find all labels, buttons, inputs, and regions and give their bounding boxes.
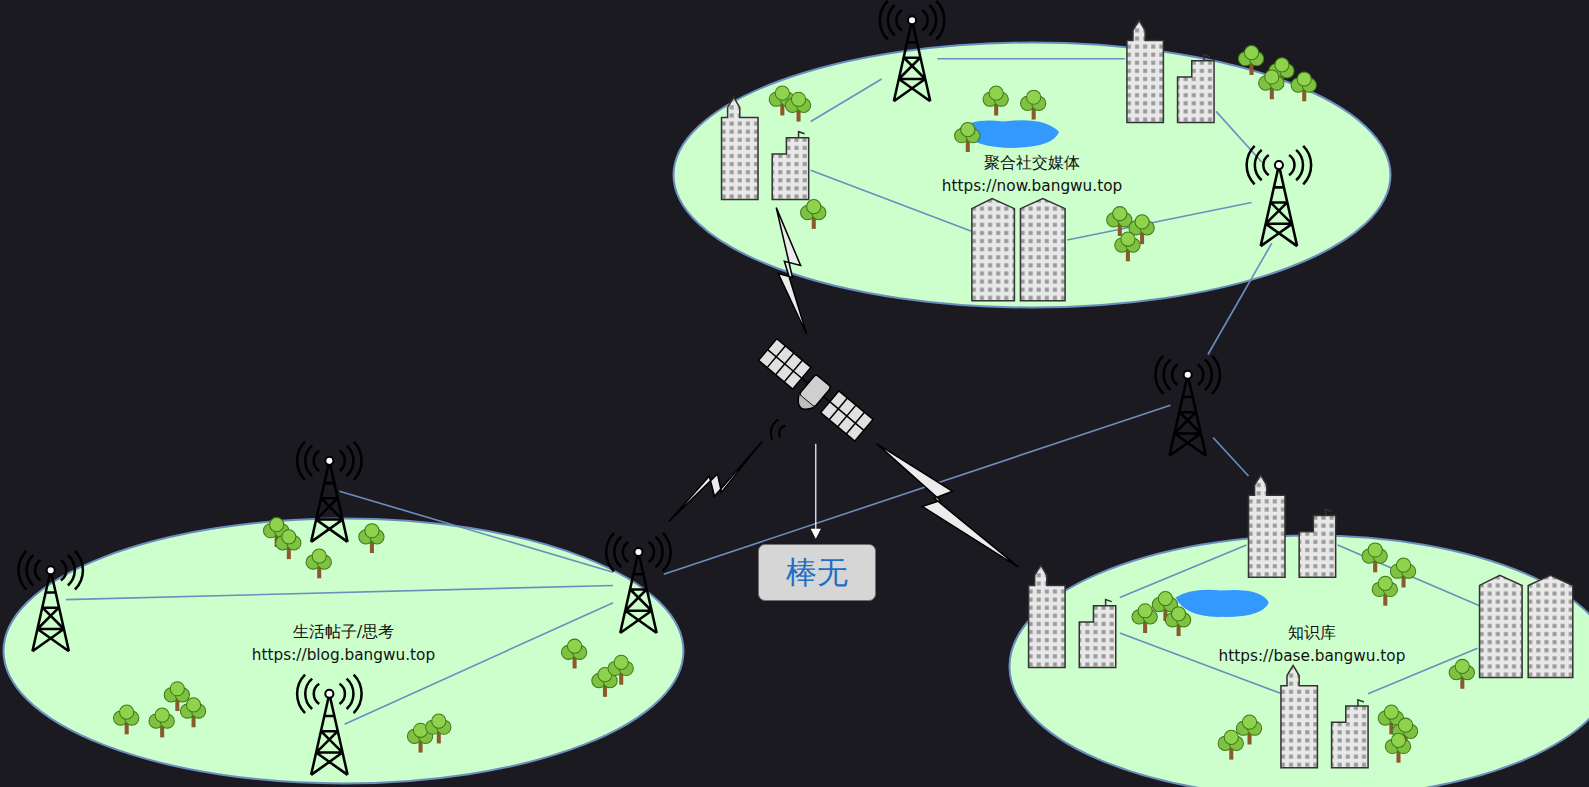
region-text: 聚合社交媒体https://now.bangwu.top xyxy=(672,150,1392,199)
region-title: 知识库 xyxy=(1008,620,1589,645)
region-outline xyxy=(672,41,1392,309)
box-label: 棒无 xyxy=(786,554,848,591)
region-url: https://now.bangwu.top xyxy=(672,175,1392,199)
region-text: 知识库https://base.bangwu.top xyxy=(1008,620,1589,669)
region-text: 生活帖子/思考https://blog.bangwu.top xyxy=(2,619,685,668)
region-ellipse: 聚合社交媒体https://now.bangwu.top xyxy=(672,41,1392,309)
region-ellipse: 知识库https://base.bangwu.top xyxy=(1008,534,1589,787)
label-box: 棒无 xyxy=(758,544,876,601)
region-url: https://blog.bangwu.top xyxy=(2,644,685,668)
region-ellipse: 生活帖子/思考https://blog.bangwu.top xyxy=(2,517,685,785)
region-url: https://base.bangwu.top xyxy=(1008,645,1589,669)
region-title: 生活帖子/思考 xyxy=(2,619,685,644)
region-title: 聚合社交媒体 xyxy=(672,150,1392,175)
